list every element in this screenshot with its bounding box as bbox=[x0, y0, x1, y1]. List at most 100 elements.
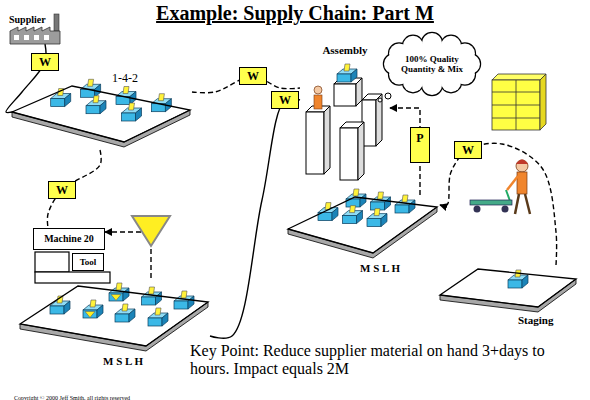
diagram-title: Example: Supply Chain: Part M bbox=[156, 2, 434, 25]
storage-rack-outline bbox=[12, 72, 192, 150]
shelf-unit bbox=[492, 80, 540, 130]
storage-rack: M S L H bbox=[18, 278, 210, 368]
shelf-unit bbox=[540, 74, 546, 130]
signal-letter: W bbox=[39, 55, 51, 69]
rack-top bbox=[12, 86, 190, 142]
material-handler bbox=[525, 194, 530, 214]
signal-arrow bbox=[105, 232, 151, 278]
kanban-card: W bbox=[48, 181, 76, 199]
node-label: Staging bbox=[518, 314, 553, 327]
supplier-factory-icon bbox=[54, 14, 59, 31]
kanban-card: W bbox=[239, 67, 267, 85]
storage-rack: M S L H bbox=[285, 195, 440, 275]
part-bins bbox=[86, 96, 106, 114]
supplier-factory-icon bbox=[10, 14, 60, 44]
staging-rack: Staging bbox=[438, 265, 578, 327]
assembly-cell bbox=[306, 112, 324, 174]
assembly-cell bbox=[340, 128, 358, 180]
node-label: Machine 20 bbox=[44, 233, 94, 245]
machine-box: Machine 20 bbox=[33, 228, 105, 250]
assembly-cell bbox=[358, 122, 364, 180]
signal-letter: W bbox=[279, 93, 291, 107]
cloud-fill bbox=[384, 33, 480, 95]
supplier-factory-icon bbox=[14, 35, 19, 40]
assembly-cell bbox=[356, 78, 362, 106]
storage-rack-outline bbox=[18, 278, 210, 368]
assembly-cell bbox=[314, 86, 322, 94]
hand-cart bbox=[506, 190, 510, 201]
signal-letter: W bbox=[247, 69, 259, 83]
quality-cloud: 100% Quality Quantity & Mix bbox=[384, 34, 480, 94]
assembly-cell bbox=[376, 94, 382, 146]
supplier-factory-icon bbox=[44, 35, 49, 40]
tool-box: Tool bbox=[72, 253, 104, 271]
node-label: M S L H bbox=[103, 355, 143, 368]
part-bins bbox=[318, 203, 338, 221]
kanban-triangle bbox=[132, 216, 170, 246]
supplier-factory-icon bbox=[10, 27, 60, 44]
part-bins bbox=[50, 296, 70, 314]
part-bins bbox=[122, 103, 142, 121]
assembly-cell bbox=[334, 84, 356, 106]
supplier-factory-icon bbox=[24, 35, 29, 40]
withdrawal-loop bbox=[440, 143, 557, 265]
rack-top bbox=[288, 197, 437, 253]
part-bins bbox=[85, 312, 95, 318]
material-handler bbox=[507, 176, 518, 190]
rack-edge bbox=[12, 110, 190, 147]
hand-cart bbox=[502, 206, 509, 213]
node-label: Tool bbox=[80, 257, 97, 267]
supplier-factory-icon bbox=[34, 35, 39, 40]
kanban-triangle bbox=[132, 216, 170, 246]
hand-cart bbox=[470, 200, 512, 205]
part-bins bbox=[148, 308, 168, 326]
node-label: Assembly bbox=[322, 44, 367, 57]
hand-cart bbox=[474, 206, 481, 213]
part-bins bbox=[343, 206, 363, 224]
shelf-unit bbox=[492, 74, 546, 130]
signal-letter: W bbox=[462, 143, 474, 157]
part-bins bbox=[115, 304, 135, 322]
assembly-area: Assembly bbox=[300, 44, 390, 184]
node-label: Supplier bbox=[9, 14, 46, 26]
node-label: 100% Quality Quantity & Mix bbox=[401, 54, 463, 74]
kanban-card: W bbox=[271, 91, 299, 109]
material-handler bbox=[516, 160, 528, 165]
rack-top bbox=[20, 286, 208, 346]
part-bins bbox=[83, 300, 103, 318]
storage-rack: 1-4-2 bbox=[12, 72, 192, 150]
machine-body bbox=[35, 252, 69, 272]
assembly-cell bbox=[306, 64, 382, 180]
staging-rack-outline bbox=[438, 265, 578, 327]
withdrawal-loop bbox=[47, 150, 101, 228]
caption-holder: Key Point: Reduce supplier material on h… bbox=[190, 342, 582, 378]
material-handler bbox=[517, 172, 527, 194]
part-bins bbox=[50, 79, 528, 326]
label-holder: Copyright © 2000 Jeff Smith, all rights … bbox=[14, 386, 130, 400]
shelf-unit bbox=[492, 74, 546, 80]
kanban-card: W bbox=[31, 53, 59, 71]
cloud-fill bbox=[394, 43, 470, 85]
rack-edge bbox=[20, 302, 208, 351]
copyright-note: Copyright © 2000 Jeff Smith, all rights … bbox=[14, 395, 130, 400]
part-bins bbox=[111, 295, 121, 301]
thought-bubbles bbox=[378, 93, 391, 102]
node-label: M S L H bbox=[360, 262, 400, 275]
rack-top bbox=[440, 269, 576, 307]
kanban-card: W bbox=[454, 141, 482, 159]
signal-letter: W bbox=[56, 183, 68, 197]
shelf-unit bbox=[516, 80, 517, 130]
withdrawal-loop bbox=[210, 98, 300, 338]
rack-edge bbox=[440, 279, 576, 312]
material-handler bbox=[516, 160, 528, 172]
hand-cart bbox=[470, 190, 512, 213]
signal-letter: P bbox=[416, 131, 423, 145]
thought-bubbles bbox=[385, 93, 391, 99]
assembly-cell bbox=[314, 95, 322, 109]
thought-bubbles bbox=[378, 98, 382, 102]
supplier-factory: Supplier bbox=[8, 14, 64, 44]
cloud-outline bbox=[384, 33, 480, 95]
node-label: 1-4-2 bbox=[112, 72, 138, 86]
key-point-note: Key Point: Reduce supplier material on h… bbox=[190, 342, 582, 378]
